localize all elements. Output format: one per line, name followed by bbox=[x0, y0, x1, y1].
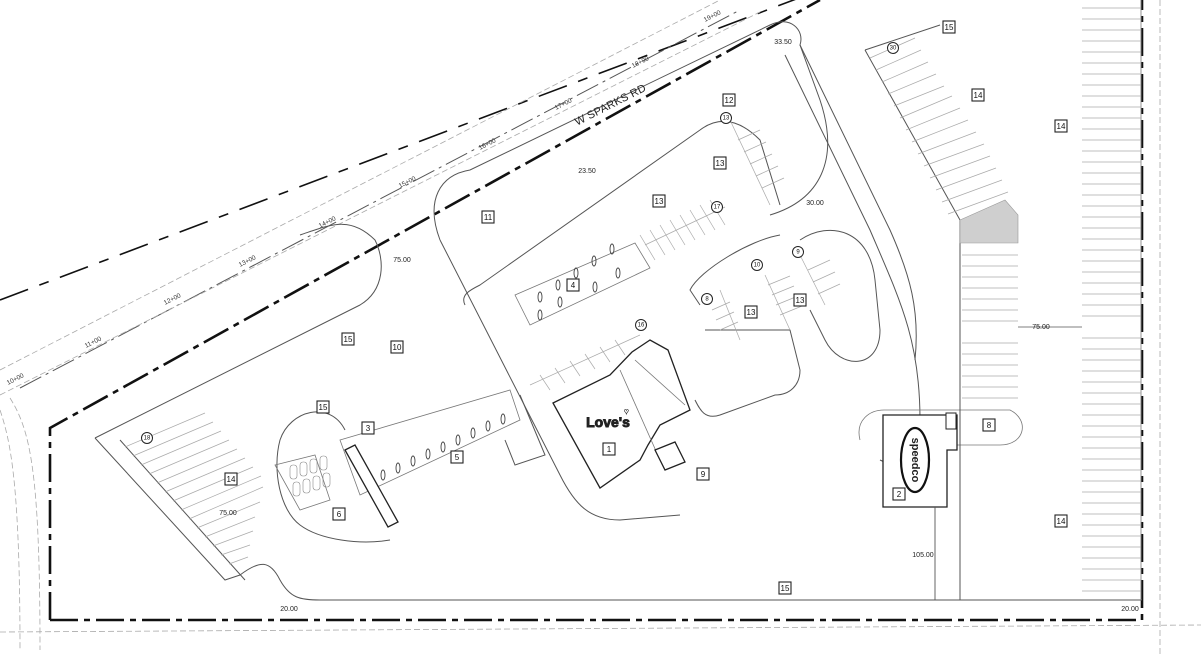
keynote-number: 15 bbox=[945, 23, 954, 32]
stall-count-number: 18 bbox=[144, 436, 151, 442]
keynote-tag: 15 bbox=[341, 332, 355, 346]
keynote-number: 10 bbox=[393, 343, 402, 352]
keynote-tag: 13 bbox=[652, 194, 666, 208]
parking-stalls-right bbox=[962, 0, 1142, 600]
stall-count: 13 bbox=[720, 112, 732, 124]
truck-island bbox=[274, 411, 391, 543]
stall-count: 8 bbox=[701, 293, 713, 305]
dimension-label: 20.00 bbox=[1121, 606, 1139, 613]
keynote-tag: 14 bbox=[971, 88, 985, 102]
stall-count: 16 bbox=[635, 319, 647, 331]
dimension-label: 105.00 bbox=[912, 552, 934, 559]
keynote-tag: 6 bbox=[332, 507, 346, 521]
keynote-tag: 12 bbox=[722, 93, 736, 107]
loves-building: Love's ♥ bbox=[552, 339, 691, 489]
speedco-logo: speedco bbox=[909, 438, 921, 483]
site-curbs bbox=[94, 21, 1142, 601]
stall-count: 10 bbox=[751, 259, 763, 271]
loves-logo: Love's bbox=[586, 414, 630, 430]
keynote-tag: 15 bbox=[942, 20, 956, 34]
keynote-number: 15 bbox=[319, 403, 328, 412]
center-lot bbox=[463, 120, 801, 417]
dimension-label: 75.00 bbox=[1032, 324, 1050, 331]
keynote-tag: 1 bbox=[602, 442, 616, 456]
station-label: 10+00 bbox=[6, 372, 26, 387]
keynote-number: 14 bbox=[1057, 122, 1066, 131]
keynote-number: 12 bbox=[725, 96, 734, 105]
stall-count-number: 13 bbox=[723, 116, 730, 122]
keynote-tag: 4 bbox=[566, 278, 580, 292]
keynote-number: 6 bbox=[337, 510, 342, 519]
parking-stalls-center bbox=[529, 119, 841, 391]
dimension-label: 20.00 bbox=[280, 606, 298, 613]
keynote-number: 2 bbox=[897, 490, 902, 499]
stall-count-number: 30 bbox=[890, 46, 897, 52]
stall-count: 18 bbox=[141, 432, 153, 444]
keynote-tag: 13 bbox=[744, 305, 758, 319]
keynote-tag: 14 bbox=[1054, 514, 1068, 528]
keynote-number: 14 bbox=[1057, 517, 1066, 526]
parking-stalls-left bbox=[119, 412, 264, 581]
keynote-tag: 14 bbox=[224, 472, 238, 486]
stall-count: 9 bbox=[792, 246, 804, 258]
keynote-number: 13 bbox=[655, 197, 664, 206]
keynote-number: 14 bbox=[227, 475, 236, 484]
keynote-number: 9 bbox=[701, 470, 706, 479]
keynote-number: 15 bbox=[781, 584, 790, 593]
station-label: 17+00 bbox=[554, 97, 574, 112]
dimension-label: 33.50 bbox=[774, 39, 792, 46]
keynote-tag: 15 bbox=[316, 400, 330, 414]
dimension-labels: 23.50 33.50 30.00 75.00 75.00 75.00 105.00 20.0… bbox=[219, 39, 1139, 613]
keynote-tag: 11 bbox=[481, 210, 495, 224]
stall-count-number: 17 bbox=[714, 205, 721, 211]
speedco-building: speedco bbox=[882, 412, 958, 600]
keynote-tag: 15 bbox=[778, 581, 792, 595]
stall-count: 30 bbox=[887, 42, 899, 54]
keynote-number: 13 bbox=[747, 308, 756, 317]
keynote-tag: 13 bbox=[793, 293, 807, 307]
road-label: W SPARKS RD bbox=[573, 82, 648, 128]
keynote-tag: 13 bbox=[713, 156, 727, 170]
station-label: 14+00 bbox=[318, 215, 338, 230]
dimension-label: 75.00 bbox=[219, 510, 237, 517]
stall-count-number: 8 bbox=[705, 297, 709, 303]
keynote-number: 4 bbox=[571, 281, 576, 290]
station-label: 15+00 bbox=[398, 175, 418, 190]
keynote-number: 3 bbox=[366, 424, 371, 433]
keynote-tag: 2 bbox=[892, 487, 906, 501]
station-label: 19+00 bbox=[703, 9, 723, 24]
stall-count-number: 10 bbox=[754, 263, 761, 269]
keynote-number: 14 bbox=[974, 91, 983, 100]
dimension-label: 23.50 bbox=[578, 168, 596, 175]
dimension-label: 75.00 bbox=[393, 257, 411, 264]
stall-count-number: 9 bbox=[796, 250, 800, 256]
station-labels: 10+0011+0012+0013+0014+0015+0016+0017+00… bbox=[6, 9, 723, 387]
keynote-number: 11 bbox=[484, 213, 493, 222]
stall-count: 17 bbox=[711, 201, 723, 213]
keynote-tag: 3 bbox=[361, 421, 375, 435]
station-label: 13+00 bbox=[238, 254, 258, 269]
stall-count-number: 16 bbox=[638, 323, 645, 329]
keynote-tag: 10 bbox=[390, 340, 404, 354]
keynote-tag: 14 bbox=[1054, 119, 1068, 133]
keynote-tag: 5 bbox=[450, 450, 464, 464]
right-of-way-lines bbox=[0, 0, 796, 651]
keynote-tag: 9 bbox=[696, 467, 710, 481]
keynote-tag: 8 bbox=[982, 418, 996, 432]
parking-stalls-upper-right bbox=[864, 24, 1019, 600]
stall-count-tags: 18 30 13 17 10 9 8 16 bbox=[141, 42, 899, 444]
keynote-number: 5 bbox=[455, 453, 460, 462]
keynote-number: 13 bbox=[796, 296, 805, 305]
keynote-number: 15 bbox=[344, 335, 353, 344]
heart-icon: ♥ bbox=[624, 407, 629, 416]
keynote-number: 8 bbox=[987, 421, 992, 430]
diesel-canopy bbox=[339, 389, 546, 528]
keynote-number: 13 bbox=[716, 159, 725, 168]
keynote-number: 1 bbox=[607, 445, 612, 454]
fuel-island-canopy bbox=[537, 243, 621, 321]
dimension-label: 30.00 bbox=[806, 200, 824, 207]
